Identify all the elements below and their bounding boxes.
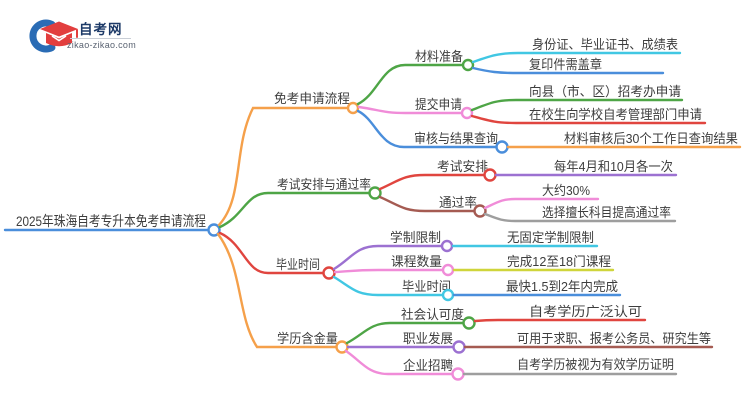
node-graduation-time-child[interactable]: 毕业时间	[402, 279, 451, 294]
node-graduation-time[interactable]: 毕业时间	[276, 257, 320, 272]
root-node[interactable]: 2025年珠海自考专升本免考申请流程	[3, 213, 221, 237]
node-handle[interactable]	[440, 239, 454, 253]
branch-line	[471, 51, 682, 64]
leaf-no-fixed-limit[interactable]: 无固定学制限制	[507, 230, 594, 245]
node-course-count[interactable]: 课程数量	[391, 254, 442, 269]
node-handle[interactable]	[346, 101, 360, 115]
node-handle[interactable]	[462, 316, 476, 330]
node-review-result-query[interactable]: 审核与结果查询	[414, 131, 498, 146]
logo-site-url: zikao-zikao.com	[67, 40, 136, 50]
node-handle[interactable]	[441, 263, 455, 277]
branch-line	[483, 197, 600, 210]
branch-line	[344, 349, 454, 376]
node-handle[interactable]	[452, 340, 466, 354]
leaf-copies-stamped[interactable]: 复印件需盖章	[529, 57, 602, 72]
branch-line	[378, 173, 486, 191]
branch-line	[470, 114, 707, 125]
branch-line	[471, 66, 665, 75]
leaf-county-office-application[interactable]: 向县（市、区）招考办申请	[529, 84, 681, 99]
node-schooling-limit[interactable]: 学制限制	[390, 230, 441, 245]
node-handle[interactable]	[460, 106, 474, 120]
branch-line	[345, 321, 465, 345]
logo-cap-top-icon	[40, 21, 78, 37]
branch-line	[483, 212, 677, 223]
node-material-preparation[interactable]: 材料准备	[415, 49, 463, 64]
branch-exam-schedule-pass-rate: 考试安排与通过率 考试安排 每年4月和10月各一次 通过率 大约30% 选择擅长…	[218, 159, 678, 229]
branch-line	[216, 232, 338, 349]
node-handle[interactable]	[368, 186, 382, 200]
leaf-job-civil-service-postgrad[interactable]: 可用于求职、报考公务员、研究生等	[517, 331, 711, 346]
node-exemption-process[interactable]: 免考申请流程	[274, 91, 350, 106]
leaf-complete-12-18-courses[interactable]: 完成12至18门课程	[507, 254, 611, 269]
branch-line	[357, 105, 463, 115]
leaf-choose-strong-subjects[interactable]: 选择擅长科目提高通过率	[542, 205, 671, 220]
root-label[interactable]: 2025年珠海自考专升本免考申请流程	[16, 213, 206, 229]
logo-crescent-icon	[29, 19, 56, 53]
node-handle[interactable]	[483, 168, 497, 182]
node-exam-schedule-pass-rate[interactable]: 考试安排与通过率	[277, 177, 371, 192]
branch-line	[378, 195, 476, 213]
node-handle[interactable]	[473, 204, 487, 218]
branch-line	[470, 98, 684, 112]
node-career-development[interactable]: 职业发展	[403, 331, 453, 346]
branch-line	[218, 191, 371, 229]
branch-graduation-time: 毕业时间 学制限制 无固定学制限制 课程数量 完成12至18门课程 毕业时间 最…	[218, 230, 622, 302]
branch-degree-value: 学历含金量 社会认可度 自考学历广泛认可 职业发展 可用于求职、报考公务员、研究…	[216, 232, 714, 381]
branch-line	[473, 318, 647, 323]
leaf-school-dept-application[interactable]: 在校生向学校自考管理部门申请	[529, 107, 702, 122]
node-handle[interactable]	[461, 58, 475, 72]
node-exam-schedule[interactable]: 考试安排	[437, 159, 488, 174]
branch-line	[332, 275, 444, 297]
leaf-about-30-percent[interactable]: 大约30%	[542, 183, 590, 198]
node-degree-value[interactable]: 学历含金量	[277, 331, 338, 346]
node-pass-rate[interactable]: 通过率	[439, 195, 477, 210]
node-handle[interactable]	[451, 367, 465, 381]
node-submit-application[interactable]: 提交申请	[415, 97, 462, 112]
branch-exemption-application-process: 免考申请流程 材料准备 身份证、毕业证书、成绩表 复印件需盖章 提交申请 向县（…	[217, 37, 742, 227]
branch-line	[356, 109, 498, 149]
branch-line	[332, 244, 443, 271]
leaf-widely-recognized[interactable]: 自考学历广泛认可	[529, 304, 642, 319]
logo-site-name: 自考网	[79, 21, 123, 37]
branch-line	[217, 106, 349, 227]
node-handle[interactable]	[441, 288, 455, 302]
root-handle[interactable]	[207, 223, 221, 237]
leaf-required-documents[interactable]: 身份证、毕业证书、成绩表	[532, 37, 678, 52]
branch-line	[218, 231, 325, 275]
leaf-fastest-1-5-2-years[interactable]: 最快1.5到2年内完成	[506, 279, 618, 294]
leaf-exam-twice-yearly[interactable]: 每年4月和10月各一次	[554, 159, 673, 174]
branch-line	[356, 63, 464, 106]
branch-line	[333, 268, 444, 274]
node-social-recognition[interactable]: 社会认可度	[401, 307, 464, 322]
leaf-valid-credential[interactable]: 自考学历被视为有效学历证明	[517, 357, 674, 372]
node-handle[interactable]	[495, 140, 509, 154]
site-logo[interactable]: 自考网 zikao-zikao.com	[29, 19, 136, 53]
logo-chevron-icon	[51, 35, 67, 42]
node-corporate-recruitment[interactable]: 企业招聘	[403, 358, 453, 373]
leaf-review-30-days[interactable]: 材料审核后30个工作日查询结果	[564, 131, 738, 146]
